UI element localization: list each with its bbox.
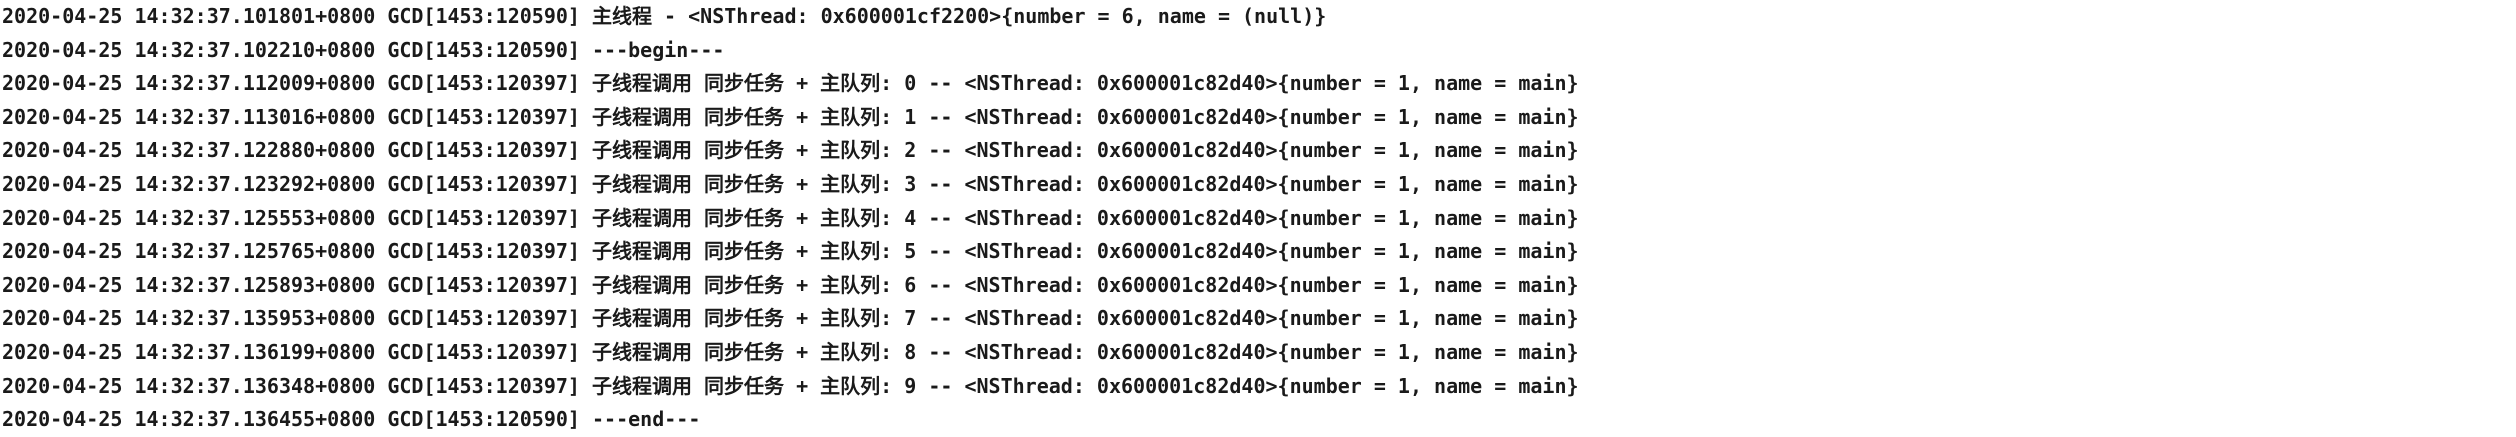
log-line: 2020-04-25 14:32:37.123292+0800 GCD[1453… [2,171,1579,196]
log-line: 2020-04-25 14:32:37.101801+0800 GCD[1453… [2,4,1327,28]
log-line: 2020-04-25 14:32:37.136455+0800 GCD[1453… [2,407,701,432]
log-line: 2020-04-25 14:32:37.125765+0800 GCD[1453… [2,239,1579,264]
log-line: 2020-04-25 14:32:37.122880+0800 GCD[1453… [2,138,1579,163]
log-line: 2020-04-25 14:32:37.136199+0800 GCD[1453… [2,339,1579,364]
log-line: 2020-04-25 14:32:37.125893+0800 GCD[1453… [2,272,1579,297]
log-line: 2020-04-25 14:32:37.102210+0800 GCD[1453… [2,37,725,62]
log-line: 2020-04-25 14:32:37.135953+0800 GCD[1453… [2,306,1579,331]
log-line: 2020-04-25 14:32:37.125553+0800 GCD[1453… [2,205,1579,230]
log-line: 2020-04-25 14:32:37.113016+0800 GCD[1453… [2,104,1579,129]
log-line: 2020-04-25 14:32:37.112009+0800 GCD[1453… [2,71,1579,96]
log-line: 2020-04-25 14:32:37.136348+0800 GCD[1453… [2,373,1579,398]
